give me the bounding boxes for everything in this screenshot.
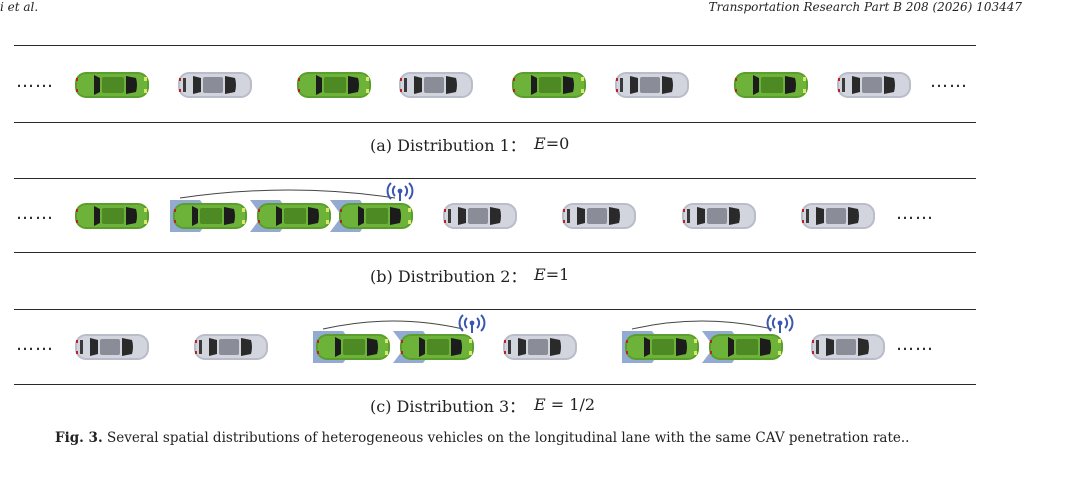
cav-car — [511, 69, 587, 101]
hdv-car — [681, 200, 757, 232]
ellipsis-left: …… — [16, 334, 54, 355]
hdv-car — [502, 331, 578, 363]
hdv-car — [442, 200, 518, 232]
hdv-car — [810, 331, 886, 363]
ellipsis-right: …… — [930, 71, 968, 92]
ellipsis-right: …… — [896, 203, 934, 224]
cav-car — [74, 200, 150, 232]
figure-caption: Fig. 3. Several spatial distributions of… — [55, 430, 909, 446]
lane-c-top-line — [14, 309, 976, 310]
ellipsis-right: …… — [896, 334, 934, 355]
figure-number: Fig. 3. — [55, 430, 103, 446]
wifi-icon — [457, 312, 487, 334]
running-header-authors: i et al. — [0, 0, 39, 14]
wifi-icon — [385, 180, 415, 202]
lane-a-top-line — [14, 45, 976, 46]
subfigure-b-label: (b) Distribution 2： — [370, 267, 527, 286]
hdv-car — [398, 69, 474, 101]
cav-platoon — [170, 188, 416, 232]
subfigure-a-equation: E=0 — [534, 134, 570, 153]
running-header-journal: Transportation Research Part B 208 (2026… — [708, 0, 1022, 14]
hdv-car — [193, 331, 269, 363]
cav-platoon — [313, 319, 477, 363]
subfigure-c-label: (c) Distribution 3： — [370, 397, 526, 416]
lane-b-top-line — [14, 178, 976, 179]
lane-a-bottom-line — [14, 122, 976, 123]
lane-c-bottom-line — [14, 384, 976, 385]
cav-car — [74, 69, 150, 101]
figure-caption-text: Several spatial distributions of heterog… — [106, 430, 910, 446]
hdv-car — [836, 69, 912, 101]
hdv-car — [614, 69, 690, 101]
cav-car — [296, 69, 372, 101]
hdv-car — [177, 69, 253, 101]
cav-car — [733, 69, 809, 101]
hdv-car — [561, 200, 637, 232]
hdv-car — [74, 331, 150, 363]
ellipsis-left: …… — [16, 203, 54, 224]
cav-platoon — [622, 319, 786, 363]
subfigure-c-equation: E = 1/2 — [534, 395, 596, 414]
wifi-icon — [765, 312, 795, 334]
subfigure-b-equation: E=1 — [534, 265, 570, 284]
ellipsis-left: …… — [16, 71, 54, 92]
subfigure-a-label: (a) Distribution 1： — [370, 136, 526, 155]
lane-b-bottom-line — [14, 252, 976, 253]
hdv-car — [800, 200, 876, 232]
